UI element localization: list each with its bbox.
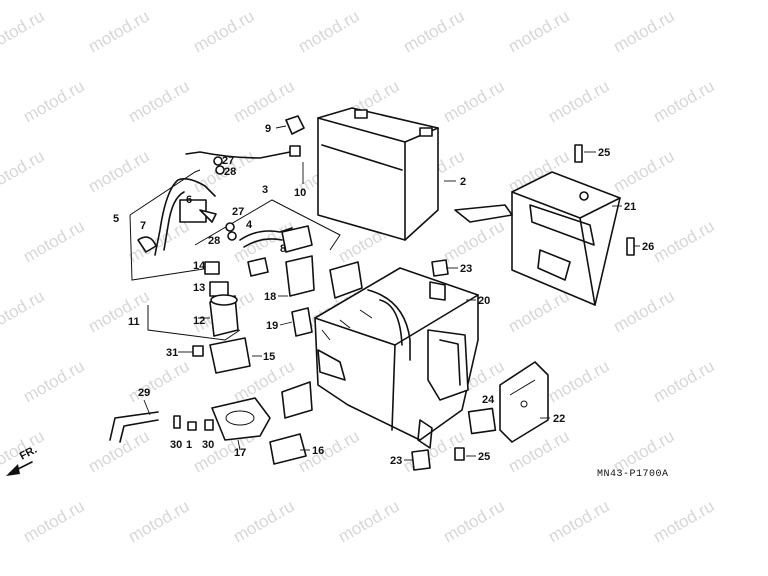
callout-22: 22 [553,413,565,425]
callout-23a: 23 [460,263,472,275]
leader-lines [143,125,640,461]
callout-26: 26 [642,241,654,253]
callout-25a: 25 [598,147,610,159]
callout-24: 24 [482,394,495,406]
callout-28a: 28 [224,166,236,178]
callout-30a: 30 [170,439,182,451]
callout-9: 9 [265,123,271,135]
callout-25b: 25 [478,451,490,463]
callout-14: 14 [193,260,206,272]
callout-18: 18 [264,291,276,303]
battery [317,107,439,241]
callout-17: 17 [234,447,246,459]
callout-15: 15 [263,351,275,363]
callout-5: 5 [113,213,119,225]
callout-2: 2 [460,176,466,188]
caution-label [467,407,497,435]
callout-16: 16 [312,445,324,457]
reference-code: MN43-P1700A [597,469,669,480]
callout-30b: 30 [202,439,214,451]
callout-13: 13 [193,282,205,294]
small-parts [109,144,635,471]
callout-6: 6 [186,194,192,206]
callout-1: 1 [186,439,192,451]
callout-21: 21 [624,201,636,213]
cable-group-outline-2 [194,199,341,251]
callout-8: 8 [280,243,286,255]
callout-12: 12 [193,315,205,327]
callout-23b: 23 [390,455,402,467]
callout-20: 20 [478,295,490,307]
callout-19: 19 [266,320,278,332]
battery-holder-bracket [454,171,621,306]
callout-28b: 28 [208,235,220,247]
callout-31: 31 [166,347,178,359]
callout-4: 4 [246,219,253,231]
cable-group-outline [129,169,211,281]
direction-label: FR. [18,444,39,463]
callout-29: 29 [138,387,150,399]
callout-11: 11 [128,316,140,328]
battery-case [281,261,479,449]
direction-arrow: FR. [6,444,39,476]
callout-7: 7 [140,220,146,232]
relay-group-outline [147,305,241,341]
callout-10: 10 [294,187,306,199]
callout-27b: 27 [232,206,244,218]
cover-plate [499,361,549,443]
battery-cables [154,115,305,256]
callouts: 2 20 21 22 10 9 25 26 23 25 23 24 27 28 … [113,123,654,467]
callout-3: 3 [262,184,268,196]
callout-27a: 27 [222,155,234,167]
